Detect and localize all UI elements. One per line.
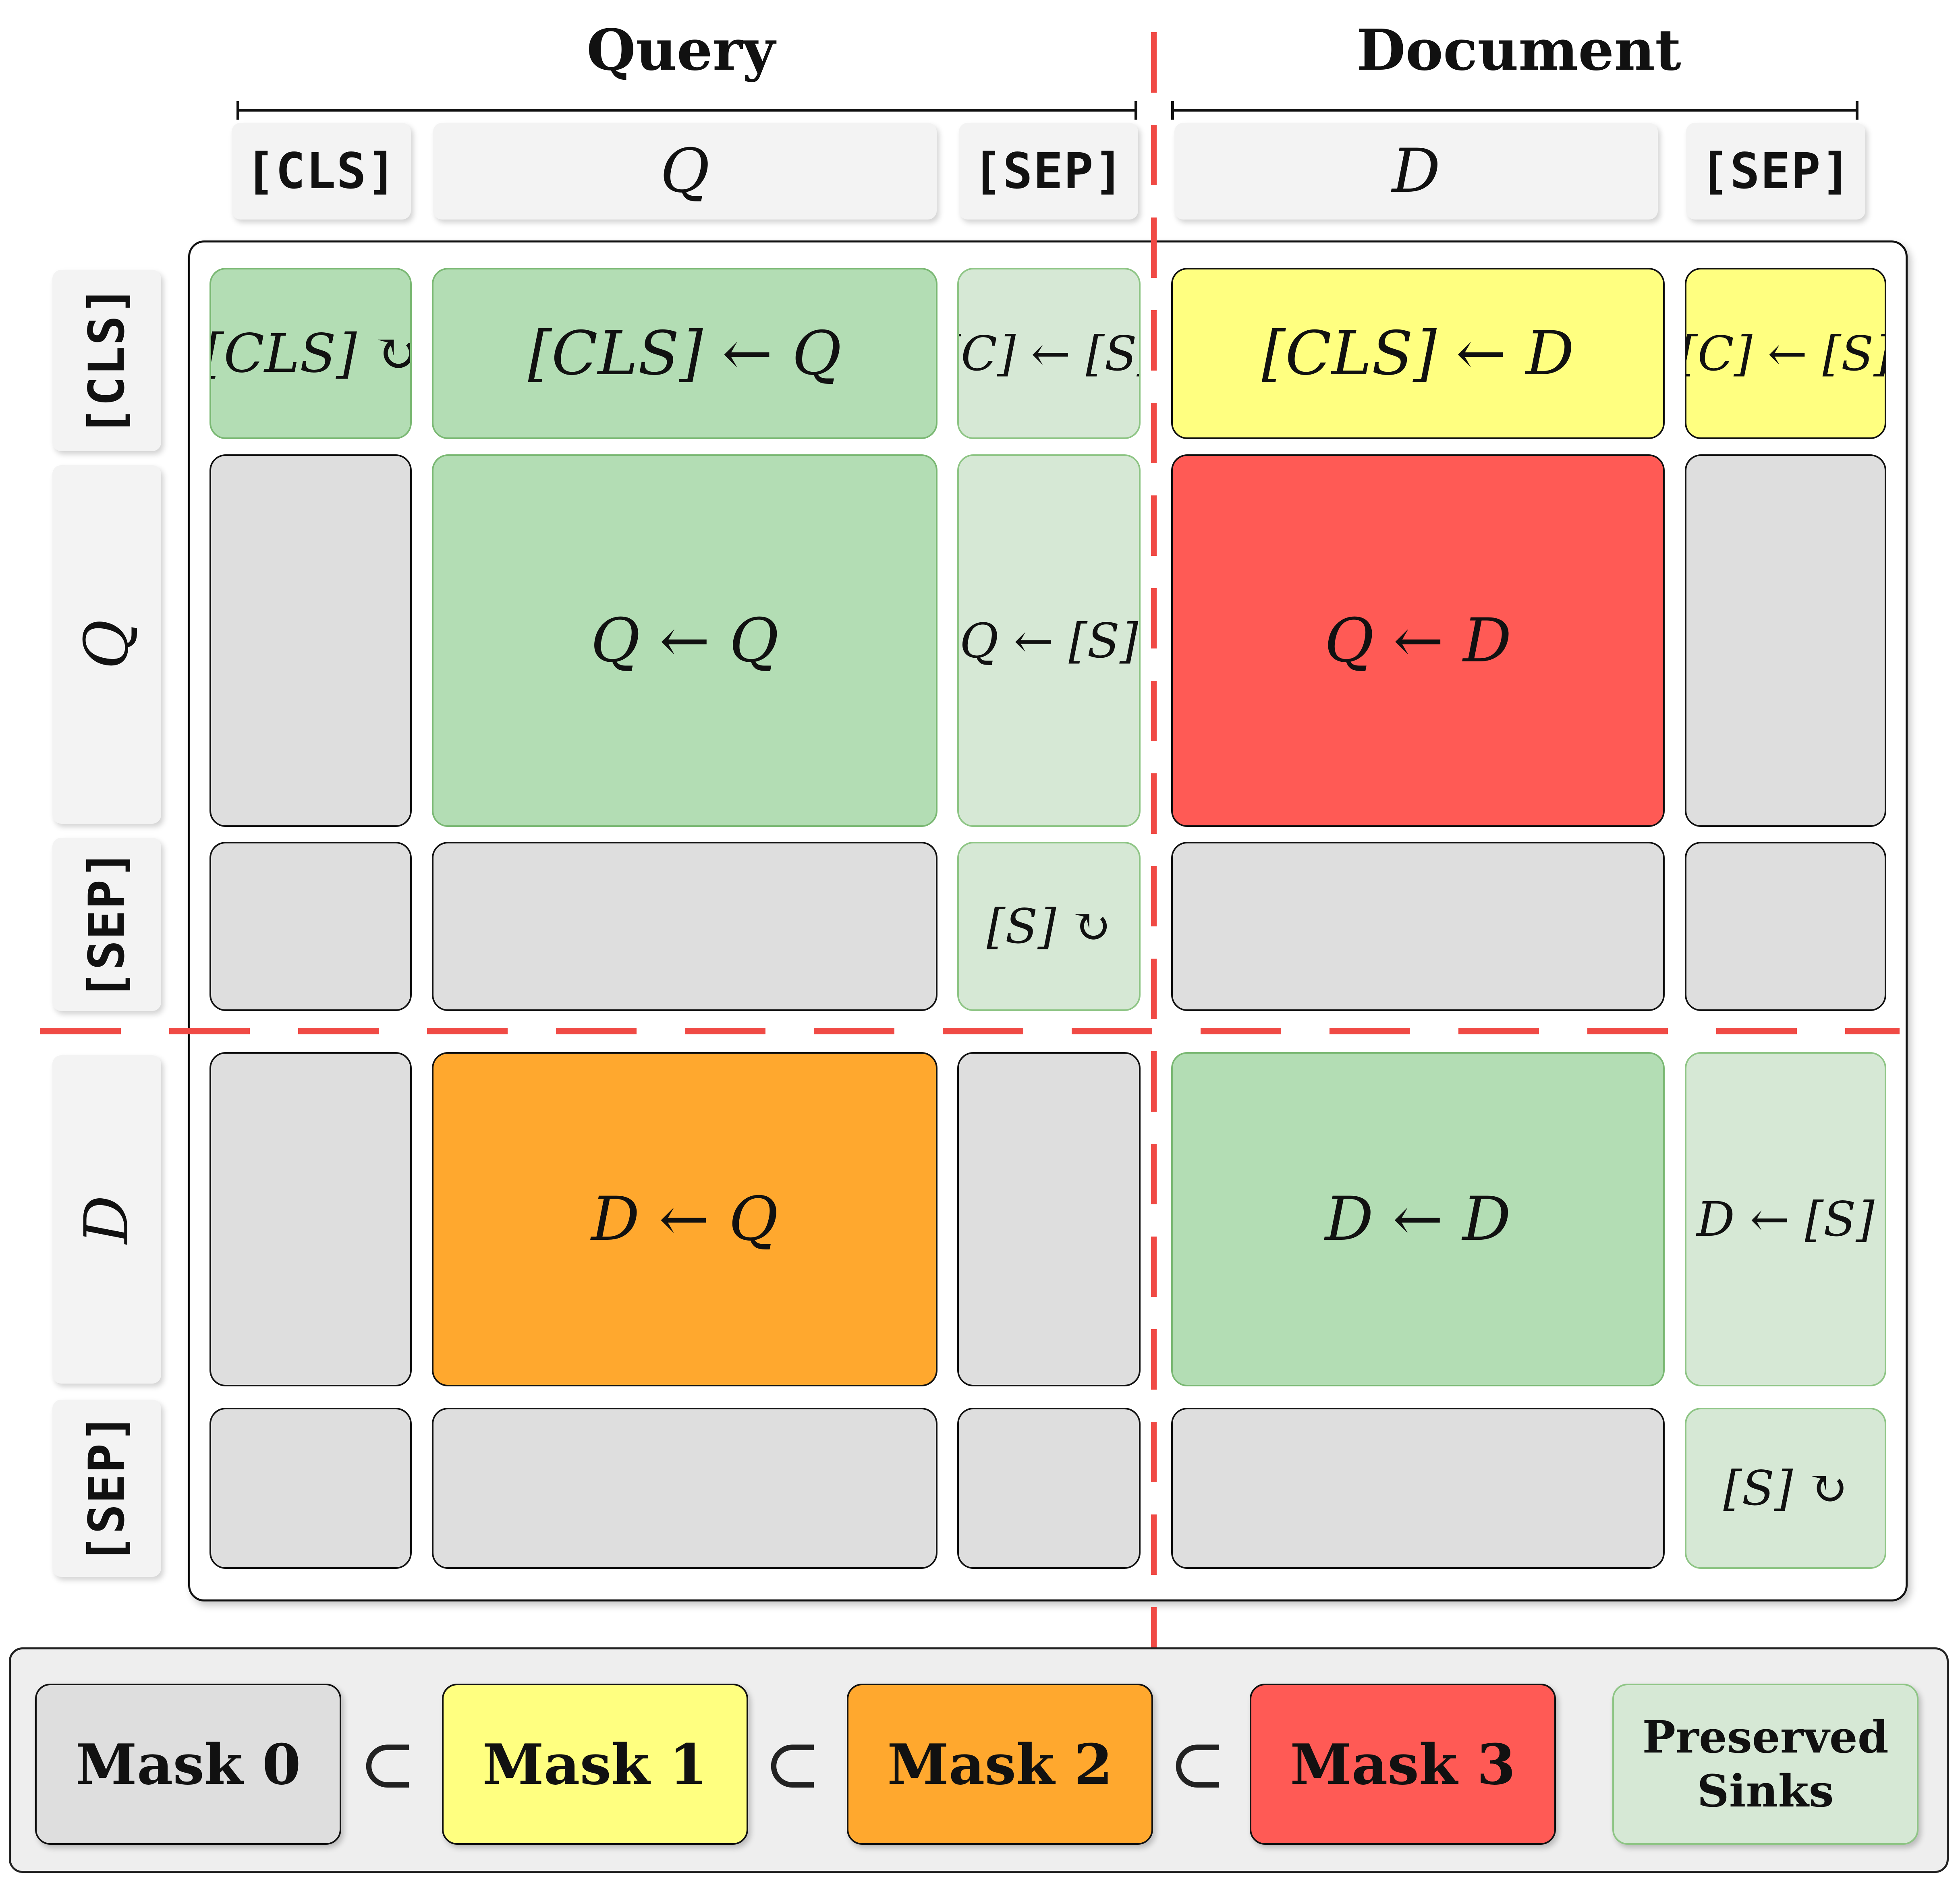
- cell-d-sep-query: [957, 1052, 1141, 1386]
- cell-d-d: D ← D: [1171, 1052, 1665, 1386]
- subset-symbol-3: ⊂: [1168, 1724, 1226, 1804]
- legend-mask-2: Mask 2: [847, 1684, 1153, 1845]
- cell-q-q: Q ← Q: [432, 454, 937, 827]
- query-document-split-line-vertical: [1151, 32, 1157, 1651]
- cell-sep-document-d: [1171, 1408, 1665, 1569]
- cell-sep-document-sep-query: [957, 1408, 1141, 1569]
- cell-sep-query-sep-document: [1685, 842, 1886, 1011]
- legend-mask-3: Mask 3: [1250, 1684, 1556, 1845]
- query-document-split-line-horizontal: [40, 1028, 1900, 1034]
- legend-preserved-sinks-line-1: Preserved: [1642, 1711, 1889, 1763]
- cell-q-d: Q ← D: [1171, 454, 1665, 827]
- row-header-cls-label: [CLS]: [78, 284, 135, 437]
- legend-preserved-sinks-line-2: Sinks: [1697, 1765, 1834, 1817]
- row-header-document: D: [52, 1055, 161, 1384]
- cell-d-cls: [209, 1052, 412, 1386]
- cell-cls-cls: [CLS] ↻: [209, 268, 412, 439]
- col-header-sep-query: [SEP]: [959, 123, 1138, 220]
- row-header-cls: [CLS]: [52, 270, 161, 451]
- cell-q-sep-query: Q ← [S]: [957, 454, 1141, 827]
- row-header-sep-query: [SEP]: [52, 838, 161, 1011]
- cell-sep-document-q: [432, 1408, 937, 1569]
- row-header-document-label: D: [72, 1195, 142, 1244]
- subset-symbol-1: ⊂: [359, 1724, 417, 1804]
- subset-symbol-2: ⊂: [763, 1724, 821, 1804]
- row-header-sep-query-label: [SEP]: [78, 848, 135, 1001]
- cell-d-sep-document: D ← [S]: [1685, 1052, 1886, 1386]
- col-header-document: D: [1174, 123, 1658, 220]
- row-header-sep-document-label: [SEP]: [78, 1412, 135, 1564]
- cell-cls-d: [CLS] ← D: [1171, 268, 1665, 439]
- cell-d-q: D ← Q: [432, 1052, 937, 1386]
- cell-cls-sep-query: [C] ← [S]: [957, 268, 1141, 439]
- cell-cls-q: [CLS] ← Q: [432, 268, 937, 439]
- cell-cls-sep-document: [C] ← [S]: [1685, 268, 1886, 439]
- col-header-cls: [CLS]: [232, 123, 411, 220]
- cell-q-cls: [209, 454, 412, 827]
- document-section-title: Document: [1356, 17, 1681, 83]
- query-bracket: [236, 101, 1137, 120]
- legend-mask-0: Mask 0: [35, 1684, 341, 1845]
- row-header-sep-document: [SEP]: [52, 1400, 161, 1577]
- cell-sep-document-sep-document: [S] ↻: [1685, 1408, 1886, 1569]
- cell-q-sep-document: [1685, 454, 1886, 827]
- mask-legend: Mask 0 ⊂ Mask 1 ⊂ Mask 2 ⊂ Mask 3 Preser…: [9, 1647, 1949, 1873]
- document-bracket: [1171, 101, 1858, 120]
- cell-sep-query-cls: [209, 842, 412, 1011]
- cell-sep-query-q: [432, 842, 937, 1011]
- cell-sep-document-cls: [209, 1408, 412, 1569]
- col-header-query: Q: [433, 123, 937, 220]
- col-header-sep-document: [SEP]: [1686, 123, 1865, 220]
- row-header-query: Q: [52, 465, 161, 824]
- cell-sep-query-d: [1171, 842, 1665, 1011]
- row-header-query-label: Q: [72, 619, 142, 669]
- legend-preserved-sinks: Preserved Sinks: [1612, 1684, 1919, 1845]
- legend-mask-1: Mask 1: [442, 1684, 748, 1845]
- query-section-title: Query: [587, 17, 775, 83]
- cell-sep-query-sep-query: [S] ↻: [957, 842, 1141, 1011]
